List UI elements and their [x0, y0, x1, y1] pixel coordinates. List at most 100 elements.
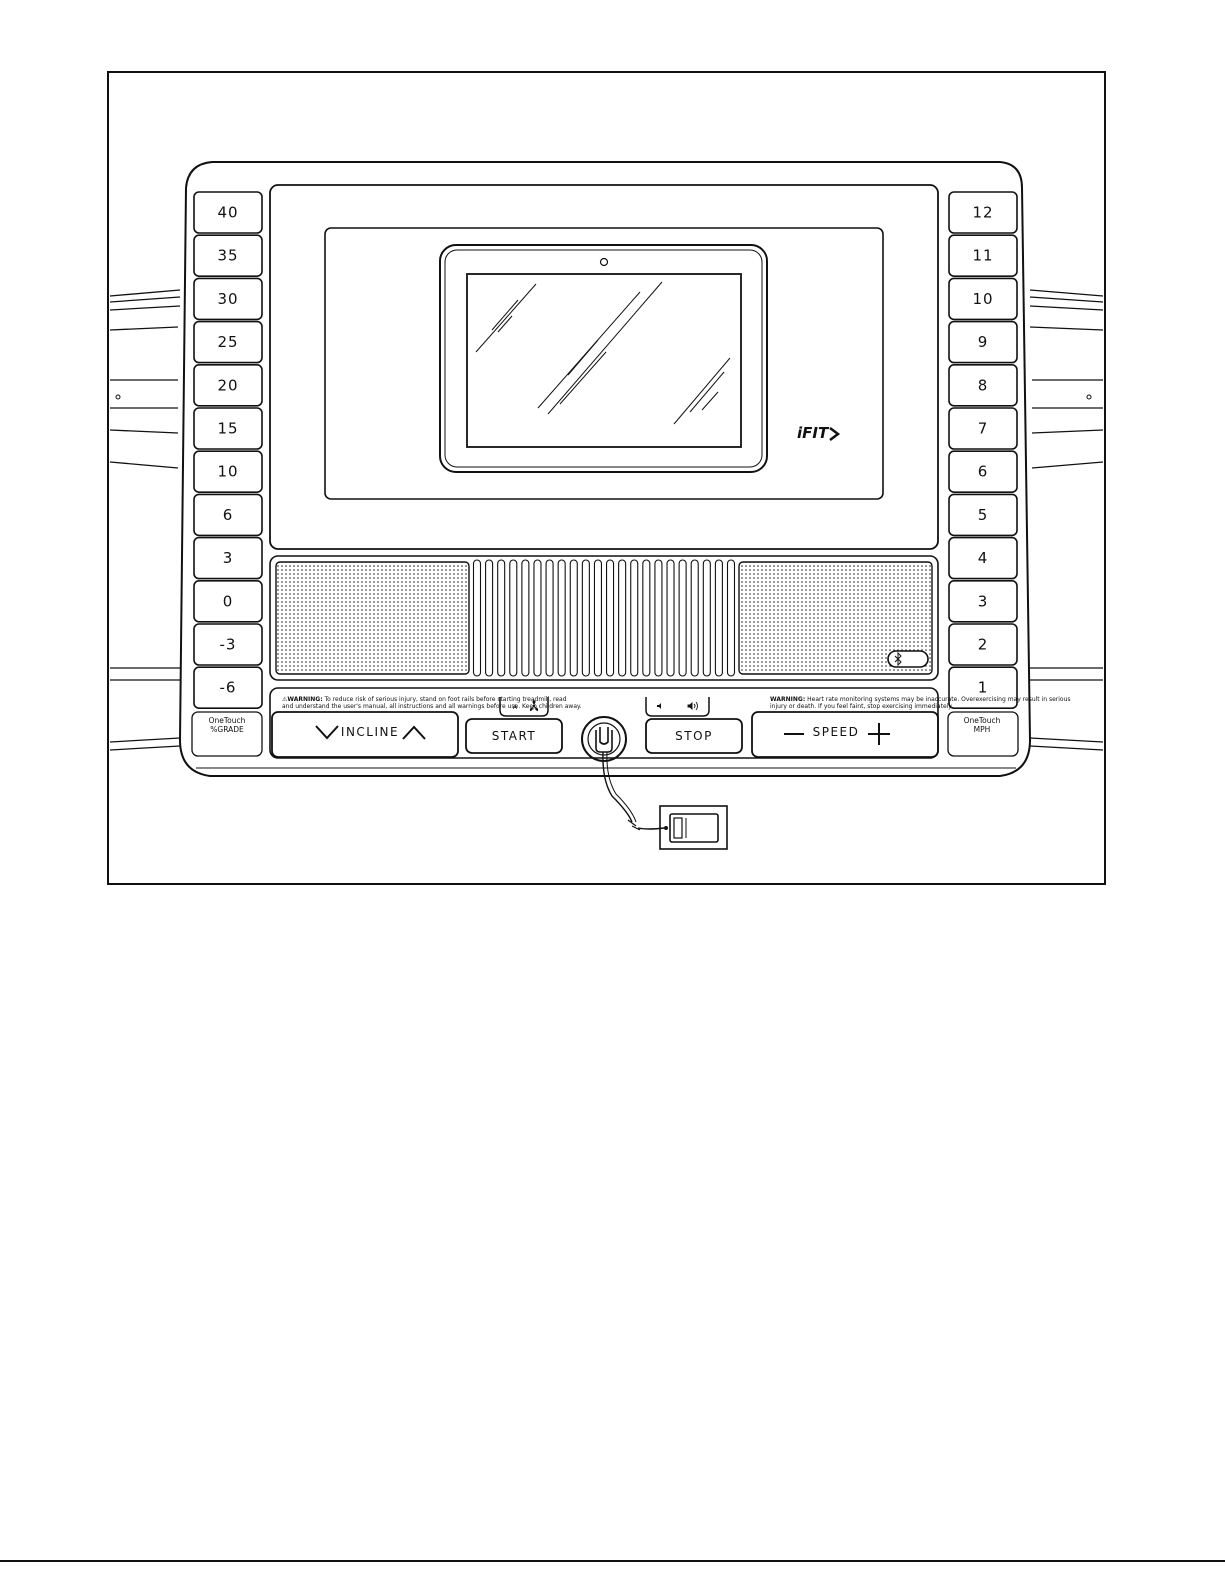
incline-key-label: 30 — [217, 290, 238, 308]
page-bottom-rule — [0, 1560, 1225, 1562]
fan-vent-slat — [557, 559, 566, 677]
right-speaker-grille — [738, 561, 933, 675]
volume-button[interactable] — [645, 697, 710, 717]
incline-key--6[interactable] — [193, 666, 263, 710]
fan-vent-slat — [533, 559, 542, 677]
safety-key-cord-inner — [606, 751, 637, 823]
fan-vent-slat — [642, 559, 651, 677]
safety-clip-icon[interactable] — [659, 805, 728, 850]
speed-key-label: 1 — [978, 679, 989, 697]
speed-key-9[interactable] — [948, 320, 1018, 364]
incline-key--3[interactable] — [193, 623, 263, 666]
fan-vents — [472, 559, 736, 677]
fan-vent-slat — [678, 559, 687, 677]
speed-key-5[interactable] — [948, 493, 1018, 537]
incline-key-label: 0 — [223, 592, 234, 610]
speed-key-label: 10 — [972, 290, 993, 308]
incline-rocker — [271, 711, 459, 758]
speed-key-4[interactable] — [948, 536, 1018, 580]
warning-left-line2: and understand the user's manual, all in… — [282, 703, 582, 710]
safety-key-icon[interactable] — [581, 716, 627, 762]
speed-key-label: 3 — [978, 592, 989, 610]
left-speaker-grille — [275, 561, 470, 675]
fan-vent-slat — [545, 559, 554, 677]
fan-vent-slat — [714, 559, 723, 677]
incline-key-25[interactable] — [193, 320, 263, 364]
incline-key-label: 15 — [217, 420, 238, 438]
incline-key-35[interactable] — [193, 234, 263, 277]
speed-key-label: 8 — [978, 376, 989, 394]
warning-right-line1: WARNING: Heart rate monitoring systems m… — [770, 696, 1071, 703]
speaker-fan-band — [269, 555, 939, 681]
fan-vent-slat — [521, 559, 530, 677]
start-button[interactable] — [465, 718, 563, 754]
incline-caption-line2: %GRADE — [210, 725, 244, 734]
fan-button[interactable] — [499, 697, 549, 717]
fan-vent-slat — [618, 559, 627, 677]
start-button-label: START — [492, 729, 537, 743]
plus-icon[interactable] — [868, 723, 890, 745]
fan-vent-slat — [605, 559, 615, 677]
volume-high-icon — [687, 701, 698, 711]
speed-key-2[interactable] — [948, 623, 1018, 666]
speed-caption-line2: MPH — [974, 725, 991, 734]
incline-key-6[interactable] — [193, 493, 263, 537]
fan-vent-slat — [630, 559, 639, 677]
incline-key-label: 40 — [217, 204, 238, 222]
speed-key-label: 11 — [972, 247, 993, 265]
fan-icon — [529, 700, 539, 711]
speed-key-label: 5 — [978, 506, 989, 524]
chevron-up-icon[interactable] — [402, 725, 426, 740]
volume-low-icon — [657, 703, 661, 709]
speed-key-3[interactable] — [948, 579, 1018, 623]
fan-vent-slat — [654, 559, 663, 677]
safety-clip-grip — [673, 817, 683, 839]
speed-key-7[interactable] — [948, 407, 1018, 450]
incline-caption-tab — [191, 711, 263, 757]
warning-right-line2: injury or death. If you feel faint, stop… — [770, 703, 953, 710]
speed-caption-line1: OneTouch — [964, 716, 1001, 725]
speed-key-11[interactable] — [948, 234, 1018, 277]
fan-vent-slat — [702, 559, 711, 677]
fan-vent-slat — [497, 559, 506, 677]
speed-key-12[interactable] — [948, 191, 1018, 234]
incline-key-40[interactable] — [193, 191, 263, 234]
incline-key-label: -3 — [220, 636, 237, 654]
brand-chevron-icon — [829, 427, 841, 441]
fan-vent-slat — [726, 559, 736, 677]
incline-key-label: 3 — [223, 549, 234, 567]
incline-key-3[interactable] — [193, 536, 263, 580]
speed-key-label: 9 — [978, 333, 989, 351]
bluetooth-badge[interactable] — [887, 650, 929, 668]
incline-key-15[interactable] — [193, 407, 263, 450]
speed-key-8[interactable] — [948, 363, 1018, 407]
figure-frame — [107, 71, 1106, 885]
incline-key-30[interactable] — [193, 277, 263, 321]
stop-button-label: STOP — [675, 729, 713, 743]
left-arm-rails — [109, 289, 181, 751]
tablet-screen[interactable] — [466, 273, 742, 448]
chevron-down-icon[interactable] — [315, 725, 339, 740]
speed-key-label: 7 — [978, 420, 989, 438]
incline-key-20[interactable] — [193, 363, 263, 407]
fan-vent-slat — [690, 559, 699, 677]
stop-button[interactable] — [645, 718, 743, 754]
incline-key-10[interactable] — [193, 450, 263, 494]
speed-key-label: 12 — [972, 204, 993, 222]
speed-key-10[interactable] — [948, 277, 1018, 321]
incline-key-label: 35 — [217, 247, 238, 265]
speed-key-6[interactable] — [948, 450, 1018, 494]
cord-break-mark — [627, 819, 641, 831]
warning-left-line1: ⚠WARNING: To reduce risk of serious inju… — [282, 696, 567, 703]
speed-key-label: 4 — [978, 549, 989, 567]
incline-key-label: 25 — [217, 333, 238, 351]
cord-to-clip — [637, 827, 665, 830]
speed-key-1[interactable] — [948, 666, 1018, 710]
speed-key-label: 6 — [978, 463, 989, 481]
fan-vent-slat — [593, 559, 603, 677]
speed-caption-tab — [947, 711, 1019, 757]
incline-key-0[interactable] — [193, 579, 263, 623]
fan-vent-slat — [509, 559, 518, 677]
speed-label: SPEED — [813, 725, 860, 739]
